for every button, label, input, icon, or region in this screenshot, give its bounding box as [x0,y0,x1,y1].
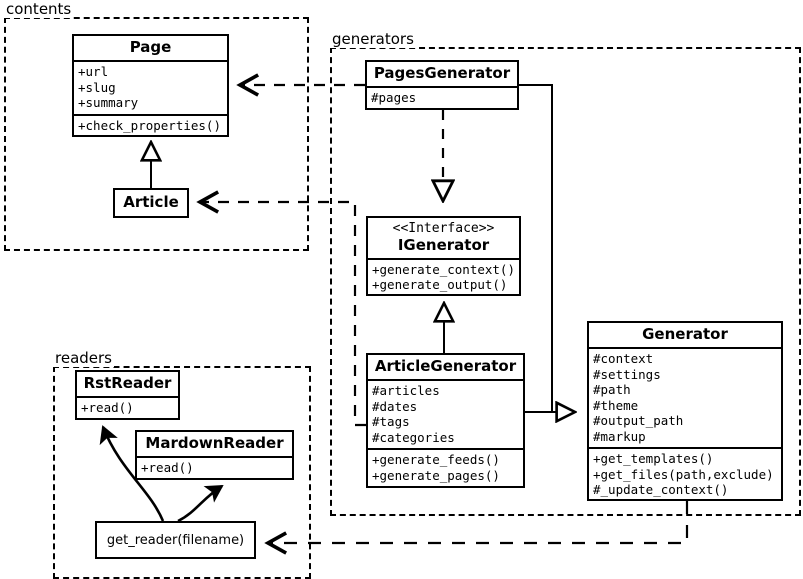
attribute: #categories [372,429,455,445]
attribute: #path [593,382,631,398]
class-article-generator[interactable]: ArticleGenerator #articles #dates #tags … [366,353,525,488]
attribute: #tags [372,414,410,430]
method: +get_files(path,exclude) [593,466,774,482]
class-igenerator-stereotype: <<Interface>> [392,221,495,236]
package-generators [330,47,801,516]
attribute: +summary [78,95,139,111]
method: +generate_output() [372,277,508,293]
method: #_update_context() [593,482,729,498]
method: +read() [141,460,194,476]
class-generator-methods: +get_templates() +get_files(path,exclude… [589,447,781,501]
class-generator-title: Generator [642,325,728,343]
class-rst-reader[interactable]: RstReader +read() [75,370,180,420]
method: +generate_feeds() [372,452,500,468]
class-mardown-reader-methods: +read() [137,456,292,479]
method: +get_templates() [593,451,714,467]
attribute: +url [78,64,109,80]
attribute: #context [593,351,654,367]
class-page-attributes: +url +slug +summary [74,60,227,114]
function-get-reader-label: get_reader(filename) [106,532,245,548]
class-igenerator-name: IGenerator [397,235,490,254]
class-rst-reader-title: RstReader [83,374,172,392]
class-pages-generator[interactable]: PagesGenerator #pages [365,60,519,110]
class-igenerator-methods: +generate_context() +generate_output() [368,257,519,296]
class-generator-attributes: #context #settings #path #theme #output_… [589,347,781,447]
package-readers [53,366,311,579]
class-mardown-reader[interactable]: MardownReader +read() [135,430,294,480]
method: +generate_context() [372,261,515,277]
class-generator[interactable]: Generator #context #settings #path #them… [587,321,783,501]
class-article[interactable]: Article [113,188,189,218]
attribute: #dates [372,398,418,414]
class-pages-generator-attributes: #pages [367,86,517,109]
package-generators-label: generators [330,30,416,48]
attribute: #articles [372,383,440,399]
package-contents [4,17,309,251]
class-igenerator-title: <<Interface>> IGenerator [368,218,519,258]
attribute: +slug [78,79,116,95]
attribute: #settings [593,366,661,382]
class-page-title: Page [129,38,172,56]
method: +read() [81,400,134,416]
class-page-methods: +check_properties() [74,113,227,137]
attribute: #theme [593,397,639,413]
class-page[interactable]: Page +url +slug +summary +check_properti… [72,34,229,137]
function-get-reader[interactable]: get_reader(filename) [95,521,256,559]
attribute: #pages [371,90,417,106]
package-readers-label: readers [53,349,114,367]
class-article-generator-methods: +generate_feeds() +generate_pages() [368,448,523,486]
method: +check_properties() [78,117,221,133]
class-rst-reader-methods: +read() [77,396,178,419]
method: +generate_pages() [372,467,500,483]
class-article-title: Article [123,193,179,211]
package-contents-label: contents [4,0,74,18]
class-pages-generator-title: PagesGenerator [373,64,511,82]
class-igenerator[interactable]: <<Interface>> IGenerator +generate_conte… [366,216,521,296]
attribute: #markup [593,428,646,444]
class-mardown-reader-title: MardownReader [145,434,284,452]
class-article-generator-title: ArticleGenerator [374,357,517,375]
attribute: #output_path [593,413,684,429]
class-article-generator-attributes: #articles #dates #tags #categories [368,379,523,448]
